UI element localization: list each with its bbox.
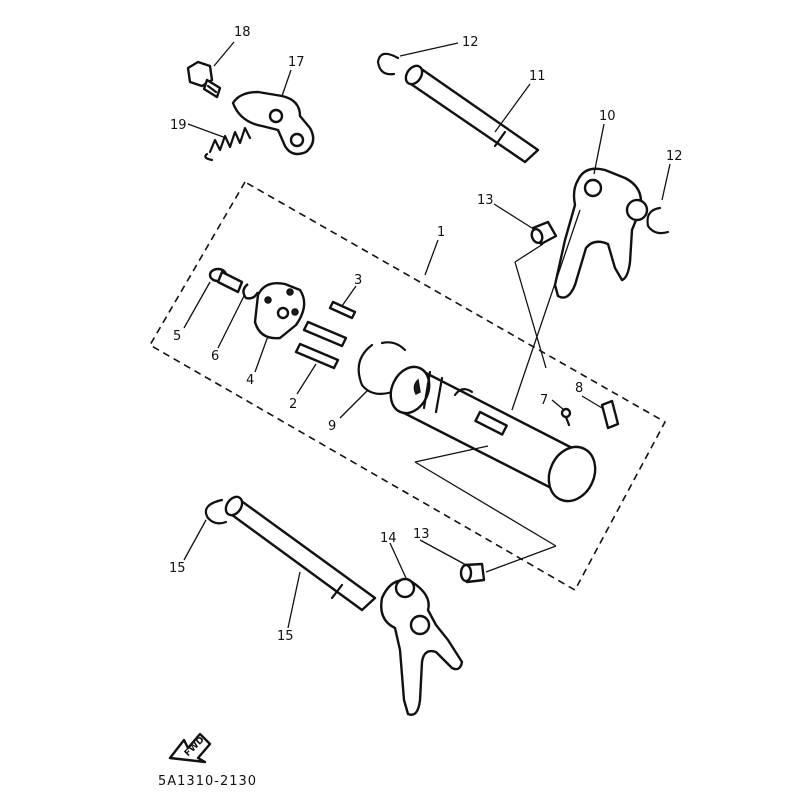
callout-12-top: 12 <box>462 35 479 50</box>
callout-14: 14 <box>380 531 397 546</box>
callout-13-lower: 13 <box>413 527 430 542</box>
callout-15-lower: 15 <box>277 629 294 644</box>
callouts: 18 17 19 12 11 10 12 13 1 3 5 6 4 8 7 2 … <box>169 25 683 644</box>
part-15-circlip <box>204 498 228 525</box>
callout-5: 5 <box>173 329 181 344</box>
part-18-bolt <box>186 60 222 99</box>
callout-19: 19 <box>170 118 187 133</box>
callout-7: 7 <box>540 393 548 408</box>
callout-10: 10 <box>599 109 616 124</box>
diagram-code: 5A1310-2130 <box>158 774 257 789</box>
callout-9: 9 <box>328 419 336 434</box>
callout-3: 3 <box>354 273 362 288</box>
callout-12-right: 12 <box>666 149 683 164</box>
part-5-screw <box>208 267 244 294</box>
callout-15-upper: 15 <box>169 561 186 576</box>
callout-1: 1 <box>437 225 445 240</box>
leader-lines <box>183 41 671 629</box>
forward-direction-arrow: FWD <box>168 732 212 764</box>
part-9-circlip <box>357 341 407 395</box>
assembly-1-boundary <box>148 180 667 592</box>
shift-drum <box>389 365 597 503</box>
part-12-circlip-right <box>646 206 670 235</box>
callout-2: 2 <box>289 397 297 412</box>
part-12-circlip-top <box>376 52 400 76</box>
part-17-stopper-lever <box>231 90 315 156</box>
part-14-shift-fork <box>380 577 464 716</box>
callout-18: 18 <box>234 25 251 40</box>
part-6-lock-washer <box>242 283 260 300</box>
part-19-spring <box>204 126 252 162</box>
part-8-dowel <box>600 399 620 430</box>
callout-8: 8 <box>575 381 583 396</box>
part-10-shift-fork <box>553 167 649 299</box>
callout-11: 11 <box>529 69 546 84</box>
part-13-guide-pin-upper <box>530 220 558 246</box>
part-7-pin <box>560 407 572 427</box>
part-2-pins <box>294 320 348 370</box>
part-4-segment <box>253 281 306 340</box>
callout-4: 4 <box>246 373 254 388</box>
part-11-shift-fork-shaft <box>404 64 540 164</box>
part-15-shift-fork-shaft <box>224 495 377 612</box>
part-3-pin <box>328 300 357 320</box>
callout-6: 6 <box>211 349 219 364</box>
part-13-guide-pin-lower <box>459 562 486 584</box>
callout-17: 17 <box>288 55 305 70</box>
callout-13-upper: 13 <box>477 193 494 208</box>
